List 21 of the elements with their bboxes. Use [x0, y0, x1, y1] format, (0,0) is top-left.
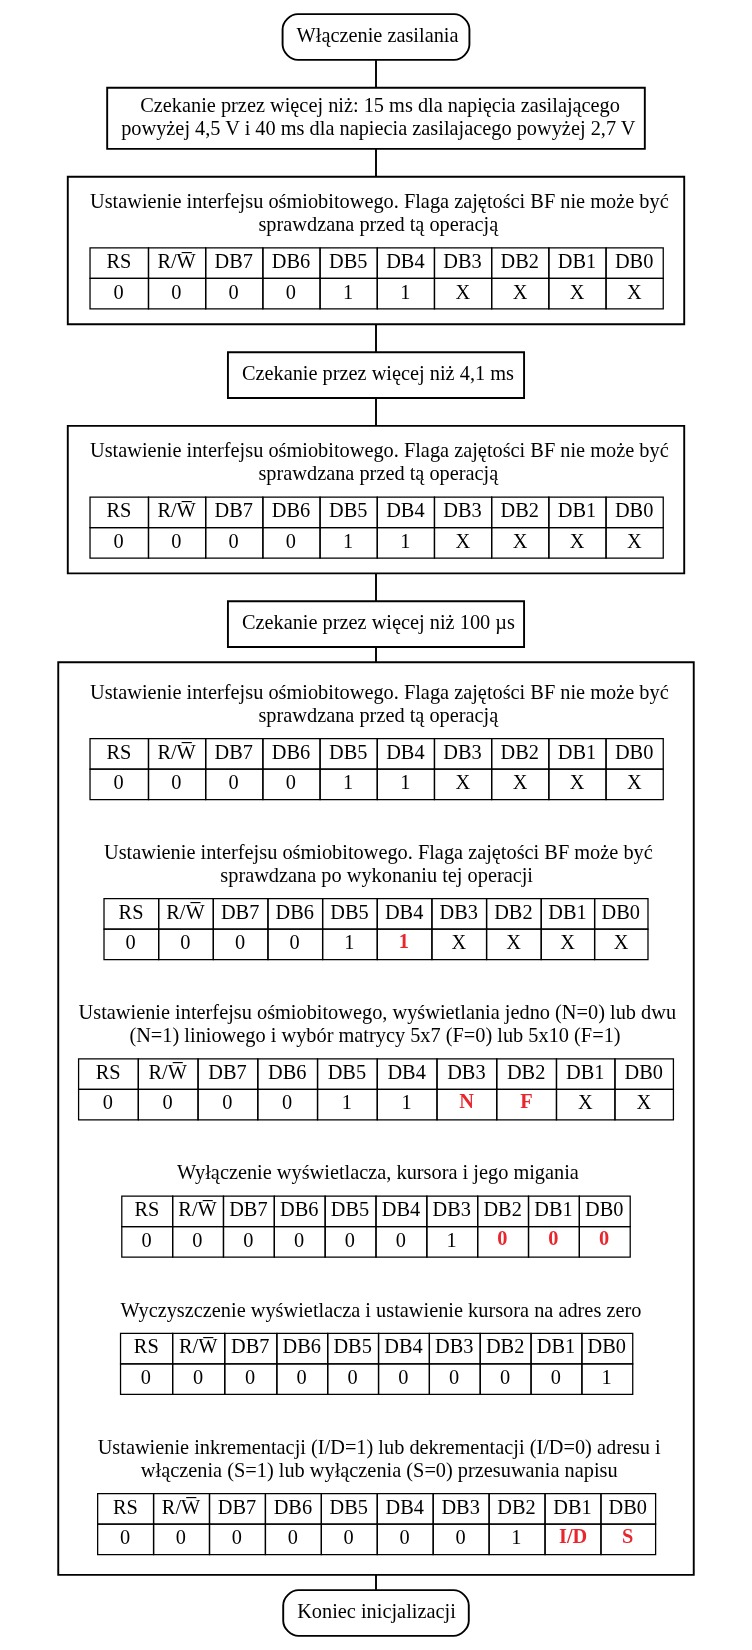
node-label: Ustawienie interfejsu ośmiobitowego. Flaga zajętości BF nie może być sprawdzana przed tą operacją — [90, 680, 669, 726]
cluster — [57, 661, 695, 1576]
node-box: Włączenie zasilania — [281, 13, 471, 61]
connector — [375, 1573, 377, 1591]
connector — [375, 148, 377, 178]
node-box: Koniec inicjalizacji — [282, 1589, 470, 1637]
node-label: Wyczyszczenie wyświetlacza i ustawienie kursora na adres zero — [120, 1298, 642, 1321]
connector — [375, 572, 377, 603]
node-box: Czekanie przez więcej niż: 15 ms dla napięcia zasilającego powyżej 4,5 V i 40 ms dla napiecia zasilajacego powyżej 2,7 V — [106, 86, 646, 150]
connector — [375, 397, 377, 427]
node-label: Ustawienie interfejsu ośmiobitowego, wyświetlania jedno (N=0) lub dwu (N=1) liniowego i wybór matrycy 5x7 (F=0) lub 5x10 (F=1) — [78, 1001, 677, 1047]
node-label: Ustawienie interfejsu ośmiobitowego. Flaga zajętości BF może być sprawdzana po wykonaniu tej operacji — [104, 841, 653, 886]
node-box: Czekanie przez więcej niż 100 µs — [226, 600, 526, 648]
connector — [375, 323, 377, 354]
node-label: Ustawienie inkrementacji (I/D=1) lub dekrementacji (I/D=0) adresu i włączenia (S=1) lub wyłączenia (S=0) przesuwania napisu — [97, 1435, 661, 1481]
node-box: Ustawienie interfejsu ośmiobitowego. Flaga zajętości BF nie może być sprawdzana przed tą operacją RS R/W̅ DB7 DB6 DB5 DB4 DB3 DB2 DB1 DB0 0 0 0 0 1 1 X X X X — [66, 175, 686, 326]
connector — [375, 59, 377, 89]
node-box: Czekanie przez więcej niż 4,1 ms — [226, 351, 526, 399]
connector — [375, 646, 377, 664]
node-box: Ustawienie interfejsu ośmiobitowego. Flaga zajętości BF nie może być sprawdzana przed tą operacją RS R/W̅ DB7 DB6 DB5 DB4 DB3 DB2 DB1 DB0 0 0 0 0 1 1 X X X X — [66, 424, 686, 575]
node-label: Wyłączenie wyświetlacza, kursora i jego migania — [177, 1161, 579, 1184]
